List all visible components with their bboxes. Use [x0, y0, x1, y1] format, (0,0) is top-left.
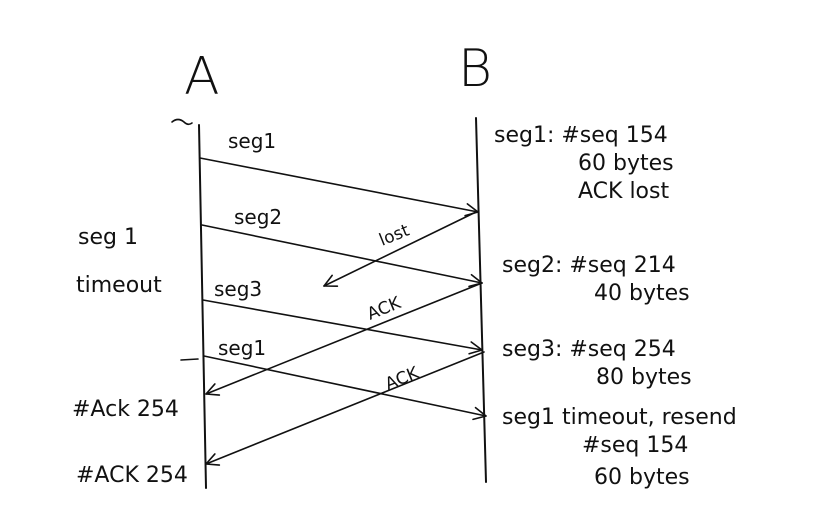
ack-note-second: #ACK 254: [76, 463, 188, 488]
seg1-resend-label: seg1: [218, 336, 266, 360]
seg2-arrow: [201, 224, 483, 288]
seg1-note-line2: 60 bytes: [578, 151, 674, 176]
seg1-resend-note-line1: seg1 timeout, resend: [502, 405, 737, 430]
ack-label-second: ACK: [382, 363, 422, 395]
host-b-label: B: [458, 39, 492, 99]
timeout-note-line1: seg 1: [78, 225, 138, 250]
seg2-note-line2: 40 bytes: [594, 281, 690, 306]
ack-arrow-first: [205, 282, 483, 396]
timeout-tick-mark: [180, 358, 199, 361]
seg1-note-line1: seg1: #seq 154: [494, 123, 668, 148]
ack-arrow-second: [205, 351, 485, 466]
seg1-resend-arrow: [203, 355, 487, 421]
seg1-note-line3: ACK lost: [578, 179, 669, 204]
seg2-note-line1: seg2: #seq 214: [502, 253, 676, 278]
seg3-note-line2: 80 bytes: [596, 365, 692, 390]
timeout-note-line2: timeout: [76, 273, 162, 298]
seg3-note-line1: seg3: #seq 254: [502, 337, 676, 362]
lost-ack-arrow: [323, 211, 477, 287]
timeline-a: [198, 124, 207, 489]
seg1-resend-note-line3: 60 bytes: [594, 465, 690, 490]
seg3-arrow: [202, 299, 483, 355]
seg1-label: seg1: [228, 129, 276, 153]
host-a-label: A: [184, 47, 220, 107]
timeline-b: [475, 117, 487, 483]
ack-label-first: ACK: [364, 293, 404, 325]
ack-note-first: #Ack 254: [72, 397, 179, 422]
seg2-label: seg2: [234, 205, 282, 229]
seg3-label: seg3: [214, 277, 262, 301]
start-tick-mark: [171, 118, 193, 126]
seg1-resend-note-line2: #seq 154: [582, 433, 688, 458]
seg1-arrow: [199, 157, 479, 217]
